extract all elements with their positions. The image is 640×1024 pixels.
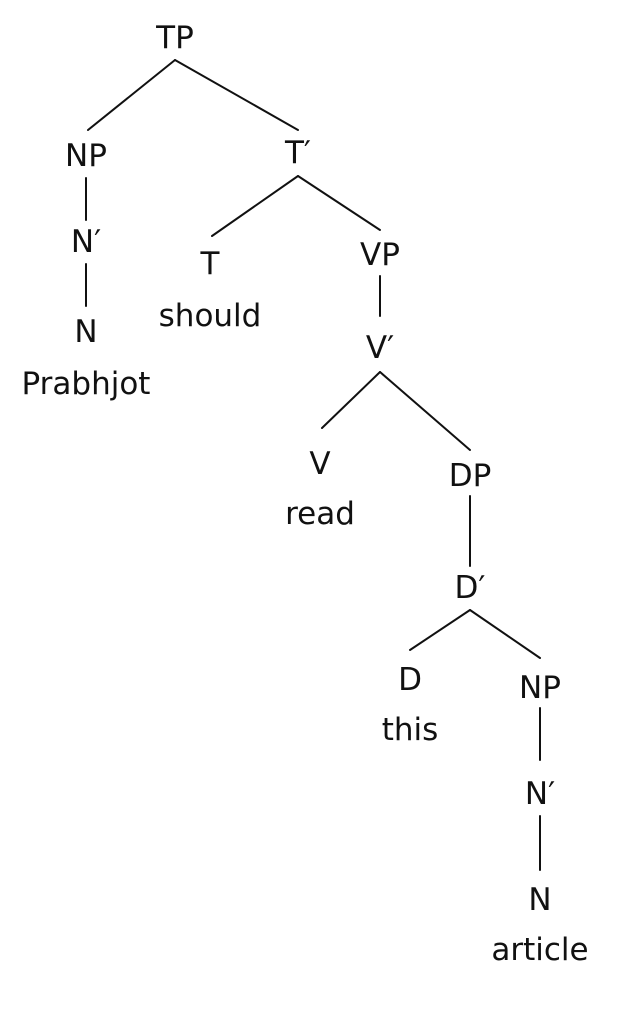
node-vbar: V′ (366, 330, 394, 366)
node-n-subject: N (74, 314, 97, 350)
node-tp: TP (155, 20, 194, 56)
node-n-object: N (528, 882, 551, 918)
node-nbar-object: N′ (525, 776, 555, 812)
word-this: this (382, 712, 439, 748)
word-should: should (159, 298, 262, 334)
node-vp: VP (360, 237, 400, 273)
tree-nodes: TP NP N′ N T′ T VP V′ V DP D′ D NP N′ N (65, 20, 561, 918)
node-np-subject: NP (65, 138, 107, 174)
branch-dbar-d (409, 609, 471, 651)
tree-branches (85, 59, 541, 871)
node-t: T (200, 246, 221, 282)
branch-vbar-v (321, 371, 381, 429)
branch-dbar-np (469, 609, 541, 659)
node-v: V (309, 446, 330, 482)
node-d: D (398, 662, 422, 698)
branch-tp-tbar (174, 59, 299, 131)
tree-words: Prabhjot should read this article (22, 298, 589, 968)
branch-tbar-t (211, 175, 299, 237)
branch-vbar-dp (379, 371, 471, 451)
node-dbar: D′ (455, 570, 486, 606)
word-article: article (491, 932, 588, 968)
node-dp: DP (449, 458, 492, 494)
word-read: read (285, 496, 355, 532)
node-tbar: T′ (284, 135, 311, 171)
word-prabhjot: Prabhjot (22, 366, 151, 402)
node-np-object: NP (519, 670, 561, 706)
node-nbar-subject: N′ (71, 224, 101, 260)
branch-tbar-vp (297, 175, 381, 231)
branch-tp-np (87, 59, 176, 131)
